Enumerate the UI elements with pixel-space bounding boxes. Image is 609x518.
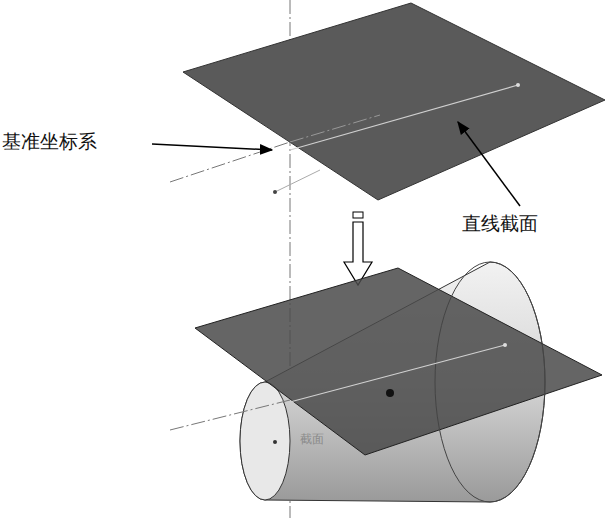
- line-section: [290, 345, 505, 402]
- callout-label: 基准坐标系: [2, 130, 97, 153]
- line-section: [290, 85, 518, 150]
- flow-arrow: [353, 212, 363, 218]
- cone-end: [435, 262, 545, 502]
- point: [516, 83, 520, 87]
- point: [386, 389, 394, 397]
- axis-line: [275, 170, 320, 192]
- callout-label: 直线截面: [462, 212, 538, 235]
- flow-arrow: [344, 222, 372, 285]
- leader-arrow: [152, 144, 272, 150]
- watermark-label: 截面: [300, 432, 324, 446]
- point: [503, 343, 507, 347]
- cone-end: [240, 382, 290, 500]
- leader-arrow: [458, 122, 520, 206]
- point: [273, 190, 277, 194]
- axis-line: [170, 400, 290, 430]
- point: [273, 440, 277, 444]
- datum-plane: [183, 3, 605, 200]
